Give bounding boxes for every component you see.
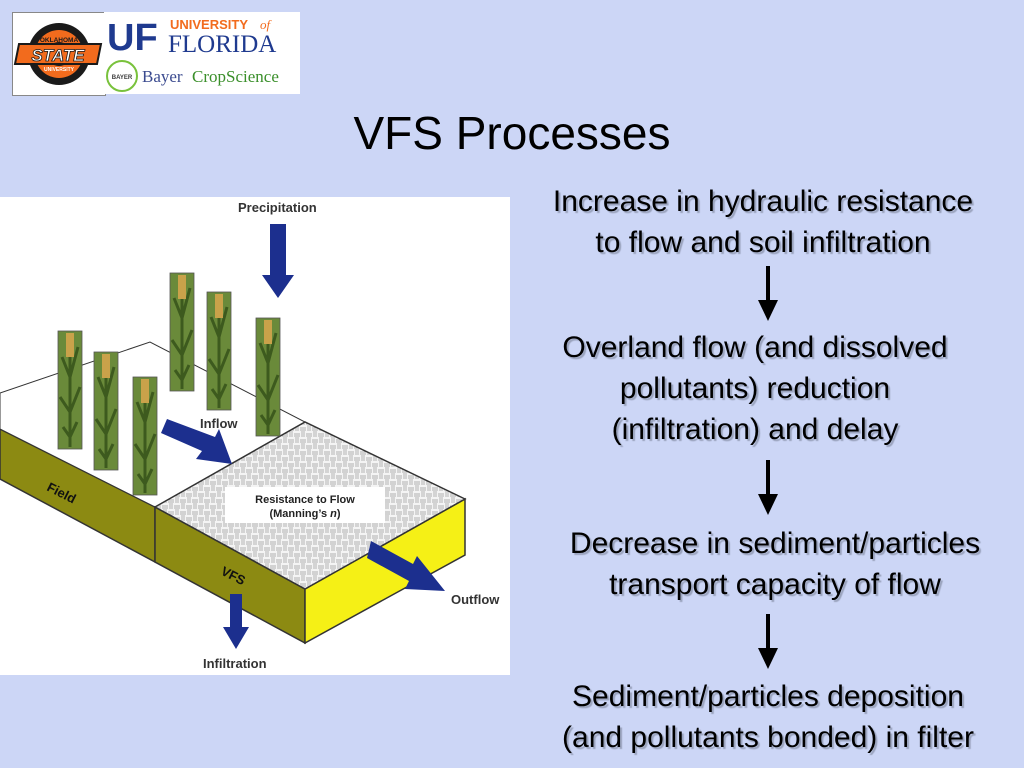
outflow-label: Outflow bbox=[451, 592, 500, 607]
corn-plant bbox=[206, 291, 232, 411]
uf-line2: FLORIDA bbox=[168, 31, 276, 58]
bayer-cross-logo: BAYER bbox=[106, 60, 138, 92]
infiltration-arrow-icon bbox=[223, 594, 249, 649]
process-step-3: Decrease in sediment/particles transport… bbox=[530, 523, 1020, 605]
oklahoma-state-logo: OKLAHOMA STATE UNIVERSITY bbox=[12, 12, 106, 96]
resistance-label-line2: (Manning’s n) bbox=[269, 508, 340, 520]
osu-line3: UNIVERSITY bbox=[44, 67, 75, 73]
outflow-arrow-icon bbox=[367, 541, 445, 591]
step-line: Decrease in sediment/particles bbox=[569, 527, 981, 560]
infiltration-label: Infiltration bbox=[203, 656, 267, 671]
uf-of: of bbox=[260, 17, 273, 32]
uf-mark: UF bbox=[107, 17, 158, 59]
resistance-label-open: (Manning’s bbox=[269, 508, 330, 520]
process-step-2: Overland flow (and dissolved pollutants)… bbox=[505, 327, 1005, 450]
inflow-label: Inflow bbox=[200, 416, 238, 431]
osu-line1: OKLAHOMA bbox=[40, 37, 79, 44]
corn-plant bbox=[255, 317, 281, 437]
resistance-label-n: n bbox=[330, 508, 337, 520]
resistance-label-line1: Resistance to Flow bbox=[255, 494, 355, 506]
corn-plant bbox=[132, 376, 158, 496]
osu-line2: STATE bbox=[31, 46, 85, 65]
process-step-1: Increase in hydraulic resistance to flow… bbox=[513, 181, 1013, 263]
vfs-diagram: Resistance to Flow (Manning’s n) bbox=[0, 197, 510, 675]
slide-title: VFS Processes bbox=[353, 107, 671, 159]
step-line: (and pollutants bonded) in filter bbox=[562, 721, 974, 754]
step-line: Increase in hydraulic resistance bbox=[552, 185, 974, 218]
bayer-cross-text: BAYER bbox=[112, 75, 133, 81]
corn-plant bbox=[93, 351, 119, 471]
inflow-arrow-icon bbox=[161, 419, 232, 464]
precipitation-arrow-icon bbox=[262, 224, 294, 298]
step-line: to flow and soil infiltration bbox=[595, 226, 931, 259]
corn-plant bbox=[57, 330, 83, 450]
corn-plant bbox=[169, 272, 195, 392]
process-step-4: Sediment/particles deposition (and pollu… bbox=[518, 676, 1018, 758]
resistance-label-close: ) bbox=[337, 508, 341, 520]
resistance-label-box bbox=[225, 487, 385, 523]
step-line: transport capacity of flow bbox=[609, 568, 941, 601]
corn-plants bbox=[57, 272, 281, 496]
step-line: (infiltration) and delay bbox=[611, 413, 899, 446]
precipitation-label: Precipitation bbox=[238, 200, 317, 215]
arrow-down-icon bbox=[758, 614, 778, 669]
arrow-down-icon bbox=[758, 460, 778, 515]
uf-line1: UNIVERSITY bbox=[170, 17, 248, 32]
university-of-florida-logo: UF UNIVERSITY of FLORIDA BAYER Bayer Cro… bbox=[104, 12, 300, 94]
arrow-down-icon bbox=[758, 266, 778, 321]
cropscience-name: CropScience bbox=[192, 67, 279, 86]
bayer-name: Bayer bbox=[142, 67, 183, 86]
step-line: Overland flow (and dissolved bbox=[562, 331, 948, 364]
step-line: pollutants) reduction bbox=[619, 372, 891, 405]
step-line: Sediment/particles deposition bbox=[572, 680, 964, 713]
